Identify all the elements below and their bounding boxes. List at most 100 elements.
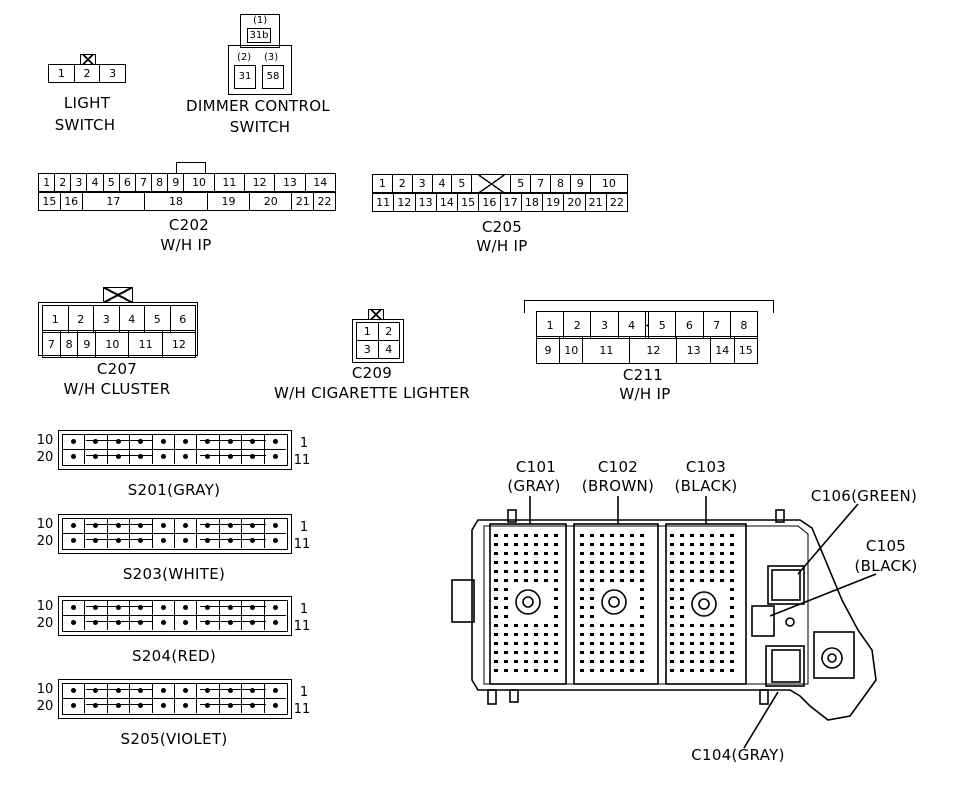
splice-pin-label: 1: [299, 520, 309, 535]
fuse-terminal: [514, 624, 518, 627]
fuse-terminal: [700, 624, 704, 627]
fuse-terminal: [580, 570, 584, 573]
fuse-terminal: [680, 642, 684, 645]
fuse-terminal: [700, 633, 704, 636]
fuse-terminal: [524, 660, 528, 663]
fuse-terminal: [670, 651, 674, 654]
fuse-terminal: [620, 642, 624, 645]
dimmer-label: DIMMER CONTROL: [186, 97, 330, 115]
fuse-terminal: [630, 669, 634, 672]
fuse-terminal: [640, 669, 644, 672]
fuse-terminal: [514, 534, 518, 537]
fuse-terminal: [494, 570, 498, 573]
fuse-terminal: [630, 552, 634, 555]
fuse-terminal: [590, 642, 594, 645]
fuse-terminal: [590, 588, 594, 591]
fuse-terminal: [730, 534, 734, 537]
light-switch-label: LIGHT: [63, 94, 111, 112]
fuse-terminal: [504, 534, 508, 537]
splice-pin-label: 20: [36, 534, 54, 549]
splice-pin-label: 10: [36, 517, 54, 532]
fuse-terminal: [640, 579, 644, 582]
fuse-terminal: [670, 606, 674, 609]
fuse-terminal: [710, 570, 714, 573]
fuse-terminal: [504, 642, 508, 645]
c103-color: (BLACK): [674, 477, 738, 495]
fuse-terminal: [504, 624, 508, 627]
fuse-terminal: [720, 633, 724, 636]
fuse-terminal: [690, 543, 694, 546]
fuse-terminal: [730, 615, 734, 618]
fuse-terminal: [580, 606, 584, 609]
fuse-terminal: [640, 534, 644, 537]
fuse-terminal: [524, 642, 528, 645]
fuse-terminal: [504, 579, 508, 582]
fuse-terminal: [554, 651, 558, 654]
c105-name: C105: [865, 537, 907, 555]
c211-name: C211: [622, 366, 664, 384]
fuse-terminal: [730, 642, 734, 645]
fuse-terminal: [630, 543, 634, 546]
fuse-terminal: [720, 570, 724, 573]
fuse-terminal: [700, 651, 704, 654]
fuse-terminal: [534, 561, 538, 564]
fuse-terminal: [554, 669, 558, 672]
fuse-terminal: [494, 615, 498, 618]
fuse-terminal: [730, 624, 734, 627]
fuse-terminal: [554, 552, 558, 555]
term-num: (2): [237, 52, 252, 63]
fuse-terminal: [670, 543, 674, 546]
fuse-terminal: [590, 624, 594, 627]
fuse-terminal: [524, 543, 528, 546]
pin: 9: [167, 173, 185, 192]
fuse-terminal: [680, 606, 684, 609]
fuse-terminal: [590, 579, 594, 582]
fuse-terminal: [580, 660, 584, 663]
fuse-terminal: [554, 597, 558, 600]
pin: 17: [81, 192, 146, 211]
fuse-terminal: [580, 651, 584, 654]
pin: 12: [161, 330, 197, 358]
fuse-terminal: [630, 642, 634, 645]
fuse-terminal: [590, 615, 594, 618]
fuse-terminal: [544, 651, 548, 654]
c101-color: (GRAY): [507, 477, 561, 495]
pin: 10: [95, 330, 130, 358]
fuse-terminal: [504, 570, 508, 573]
fuse-terminal: [580, 624, 584, 627]
splice-pin-label: 11: [293, 537, 311, 552]
fuse-terminal: [640, 642, 644, 645]
pin: 14: [435, 193, 459, 212]
term-31: 31: [234, 65, 256, 89]
light-switch-label-2: SWITCH: [54, 116, 116, 134]
fuse-terminal: [680, 624, 684, 627]
fuse-terminal: [680, 534, 684, 537]
fuse-terminal: [534, 534, 538, 537]
fuse-terminal: [730, 606, 734, 609]
fuse-terminal: [514, 570, 518, 573]
fuse-terminal: [524, 624, 528, 627]
c106-label: C106(GREEN): [810, 487, 918, 505]
c101-name: C101: [515, 458, 557, 476]
fuse-terminal: [680, 588, 684, 591]
fuse-terminal: [590, 561, 594, 564]
fuse-terminal: [534, 579, 538, 582]
pin: 2: [67, 305, 94, 333]
pin: 11: [582, 336, 631, 364]
fuse-terminal: [610, 552, 614, 555]
pin: 19: [206, 192, 251, 211]
fuse-terminal: [690, 660, 694, 663]
fuse-terminal: [590, 669, 594, 672]
fuse-terminal: [690, 651, 694, 654]
fuse-terminal: [554, 588, 558, 591]
fuse-terminal: [534, 552, 538, 555]
fuse-terminal: [534, 669, 538, 672]
fuse-terminal: [680, 660, 684, 663]
fuse-terminal: [544, 660, 548, 663]
c207-name: C207: [96, 360, 138, 378]
pin: 3: [93, 305, 120, 333]
fuse-terminal: [620, 660, 624, 663]
pin: 18: [520, 193, 544, 212]
fuse-terminal: [620, 561, 624, 564]
